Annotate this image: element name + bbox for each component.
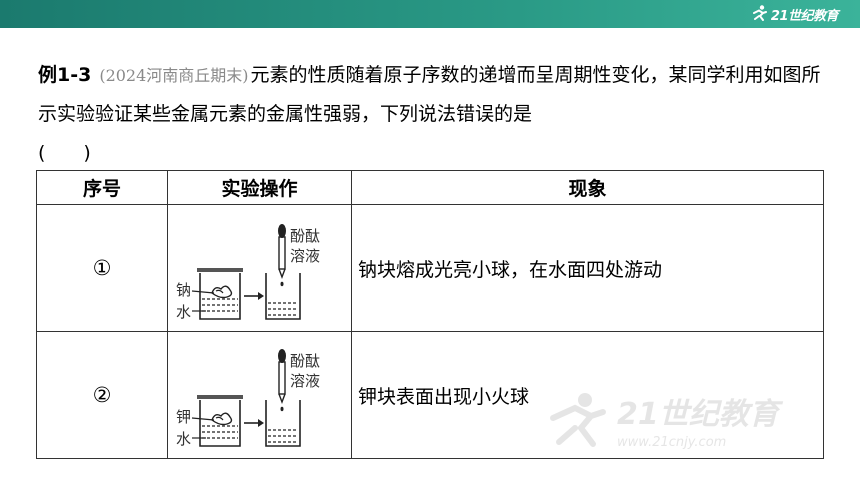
experiment-diagram-cell: 酚酞 溶液 钠 水 <box>167 204 352 332</box>
brand-logo: 21世纪教育 <box>749 3 839 25</box>
sodium-water-apparatus: 酚酞 溶液 钠 水 <box>176 224 320 321</box>
dropper-icon <box>277 349 286 412</box>
beaker-left <box>196 395 243 447</box>
metal-label: 钠 <box>176 281 191 299</box>
question-text: 例1-3 (2024河南商丘期末)元素的性质随着原子序数的递增而呈周期性变化，某同… <box>38 56 828 133</box>
indicator-label-1: 酚酞 <box>290 352 320 370</box>
indicator-label-2: 溶液 <box>290 372 320 390</box>
table-header-row: 序号 实验操作 现象 <box>36 170 824 205</box>
runner-icon <box>752 5 767 21</box>
header-phenomenon: 现象 <box>351 170 824 205</box>
water-label: 水 <box>176 303 191 321</box>
dropper-icon <box>277 224 286 287</box>
experiment-table: 序号 实验操作 现象 ① 酚酞 溶液 <box>36 170 824 459</box>
answer-blank: ( ) <box>38 142 91 164</box>
table-row: ① 酚酞 溶液 <box>36 204 824 332</box>
potassium-water-apparatus: 酚酞 溶液 钾 水 <box>176 349 320 448</box>
experiment-diagram-cell: 酚酞 溶液 钾 水 <box>167 331 352 459</box>
row-number: ① <box>36 204 168 332</box>
arrow-icon <box>243 292 264 300</box>
beaker-right <box>264 400 301 447</box>
header-number: 序号 <box>36 170 168 205</box>
beaker-left <box>196 268 243 320</box>
indicator-label-2: 溶液 <box>290 247 320 265</box>
beaker-right <box>264 273 301 320</box>
header-operation: 实验操作 <box>167 170 352 205</box>
metal-pointer <box>191 417 214 421</box>
brand-logo-text: 21世纪教育 <box>770 8 839 24</box>
indicator-label-1: 酚酞 <box>290 227 320 245</box>
question-body: 元素的性质随着原子序数的递增而呈周期性变化，某同学利用如图所示实验验证某些金属元… <box>38 64 821 125</box>
arrow-icon <box>243 419 264 427</box>
metal-pointer <box>191 290 214 294</box>
metal-label: 钾 <box>176 408 191 426</box>
header-bar: 21世纪教育 <box>0 0 860 28</box>
question-source: (2024河南商丘期末) <box>99 66 249 85</box>
phenomenon-text: 钠块熔成光亮小球，在水面四处游动 <box>351 204 824 332</box>
question-label: 例1-3 <box>38 64 92 86</box>
row-number: ② <box>36 331 168 459</box>
water-label: 水 <box>176 430 191 448</box>
phenomenon-text: 钾块表面出现小火球 <box>351 331 824 459</box>
table-row: ② 酚酞 溶液 <box>36 331 824 459</box>
